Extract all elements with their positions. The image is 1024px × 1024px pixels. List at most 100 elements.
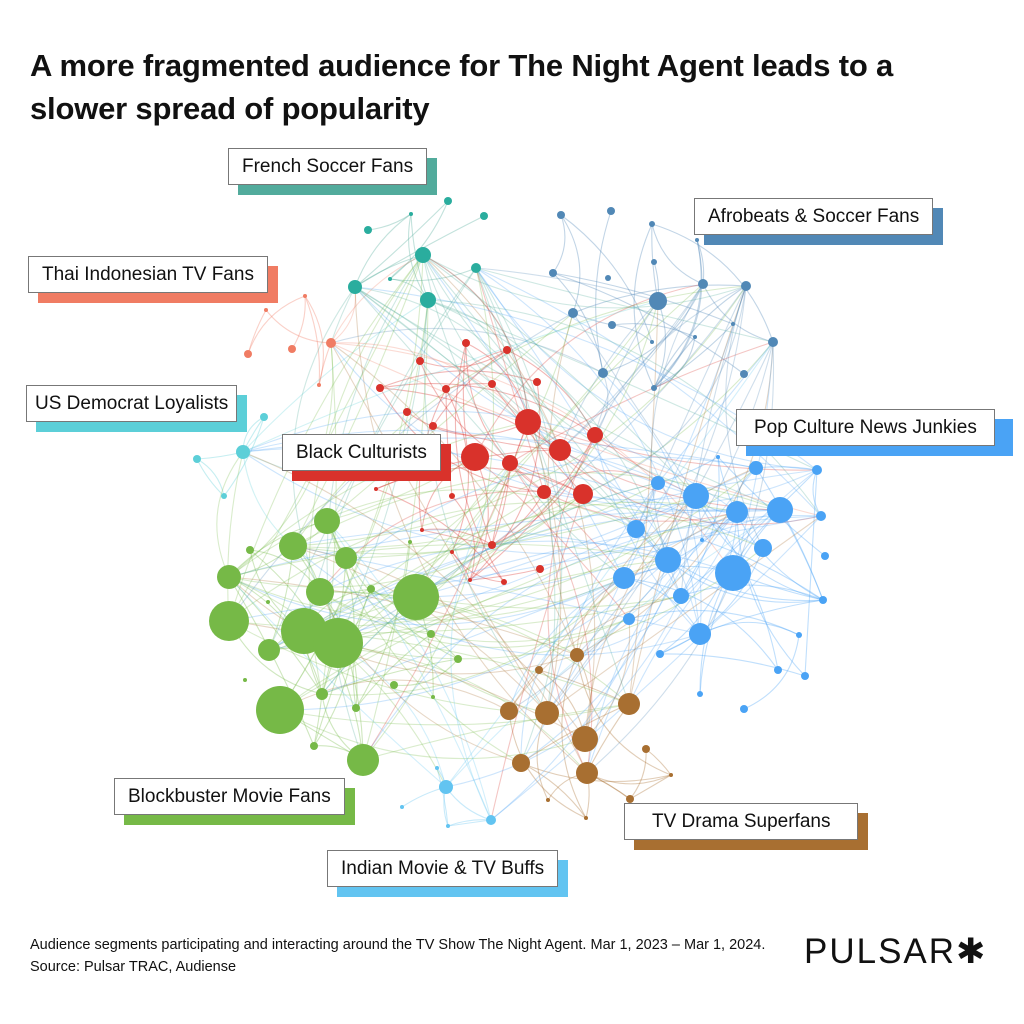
node-black: [403, 408, 411, 416]
nodes: [193, 197, 829, 828]
edge-afro: [560, 214, 581, 314]
node-afro: [549, 269, 557, 277]
node-thai: [288, 345, 296, 353]
node-pop: [812, 465, 822, 475]
edge-afro: [653, 285, 747, 389]
node-afro: [650, 340, 654, 344]
edge-pop-drama: [546, 482, 659, 714]
edge-afro: [633, 223, 655, 389]
node-pop: [801, 672, 809, 680]
edge-thai: [265, 309, 332, 344]
edge-black: [491, 421, 529, 546]
edge-blockbuster-pop: [319, 591, 630, 643]
edge-blockbuster-afro: [337, 312, 574, 644]
edge-blockbuster-pop: [321, 577, 625, 696]
edge-blockbuster-afro: [326, 312, 574, 522]
node-afro: [605, 275, 611, 281]
node-blockbuster: [352, 704, 360, 712]
node-blockbuster: [347, 744, 379, 776]
edge-black: [491, 491, 545, 546]
edge-drama-blockbuster: [279, 679, 510, 712]
node-afro: [607, 207, 615, 215]
edge-black: [419, 360, 511, 464]
node-afro: [741, 281, 751, 291]
edge-french-pop: [427, 299, 669, 561]
footer-caption: Audience segments participating and inte…: [30, 937, 766, 975]
node-blockbuster: [313, 618, 363, 668]
pulsar-logo: PULSAR✱: [804, 932, 988, 971]
edge-pop-black: [543, 491, 781, 512]
edge-pop: [680, 584, 824, 601]
edge-drama-pop: [576, 467, 757, 656]
edge-pop-black: [559, 449, 701, 635]
node-afro: [651, 259, 657, 265]
edge-pop: [659, 511, 738, 655]
edge-pop-afro: [657, 341, 774, 484]
edge-afro-french: [475, 267, 659, 302]
node-blockbuster: [266, 600, 270, 604]
edge-afro: [552, 272, 604, 374]
edge-pop-french: [475, 267, 682, 597]
edge-indian-afro: [445, 341, 774, 788]
edge-black-afro: [474, 283, 704, 458]
node-pop: [819, 596, 827, 604]
node-afro: [698, 279, 708, 289]
edge-black: [379, 387, 561, 451]
edge-drama-french: [354, 286, 588, 774]
edge-usdem-afro: [242, 300, 659, 453]
node-blockbuster: [427, 630, 435, 638]
edge-afro-black: [594, 300, 659, 436]
node-blockbuster: [393, 574, 439, 620]
edge-thai-black: [330, 342, 529, 423]
edge-french-blockbuster: [326, 254, 424, 761]
edge-french-black: [422, 254, 529, 423]
edge-black-french: [422, 254, 529, 423]
edge-afro: [602, 283, 704, 374]
edge-blockbuster-afro: [292, 285, 747, 547]
edge-drama-afro: [547, 312, 578, 656]
edge-french-pop: [422, 254, 625, 579]
node-pop: [673, 588, 689, 604]
edge-blockbuster: [321, 658, 459, 695]
label-us-democrat-loyalists: US Democrat Loyalists: [26, 385, 248, 432]
edge-thai: [291, 295, 306, 350]
node-blockbuster: [454, 655, 462, 663]
edge-blockbuster-pop: [337, 501, 738, 644]
node-afro: [598, 368, 608, 378]
node-black: [449, 493, 455, 499]
edge-pop-blockbuster: [268, 469, 818, 651]
edge-pop-usdem: [242, 451, 781, 555]
edge-black: [469, 381, 541, 581]
node-black: [501, 579, 507, 585]
edge-indian-blockbuster: [228, 576, 447, 788]
edge-drama-afro: [628, 285, 747, 705]
node-pop: [774, 666, 782, 674]
edge-black-french: [475, 267, 545, 493]
edge-drama-black: [527, 421, 562, 714]
edge-french-drama: [423, 299, 548, 714]
node-drama: [626, 795, 634, 803]
edge-pop-drama: [520, 495, 697, 764]
label-thai-indonesian-tv-fans: Thai Indonesian TV Fans: [28, 256, 278, 303]
edge-black: [491, 462, 511, 546]
edge-black-pop: [543, 491, 738, 522]
edge-afro-black: [559, 283, 704, 451]
edge-pop-afro: [732, 341, 774, 574]
edge-indian: [436, 767, 449, 827]
edge-drama-pop: [546, 515, 822, 714]
edge-afro: [651, 223, 704, 285]
edge-black-indian: [490, 493, 584, 821]
node-black: [442, 385, 450, 393]
node-pop: [689, 623, 711, 645]
edge-blockbuster-drama: [362, 703, 630, 761]
edge-pop: [659, 547, 764, 655]
edge-thai-french: [330, 254, 424, 344]
edge-black: [491, 383, 584, 495]
node-black: [376, 384, 384, 392]
edge-pop-french: [354, 286, 697, 497]
edge-pop: [680, 456, 720, 597]
edge-pop-usdem: [242, 410, 738, 513]
edge-afro-thai: [330, 327, 604, 374]
edge-afro: [552, 272, 734, 325]
